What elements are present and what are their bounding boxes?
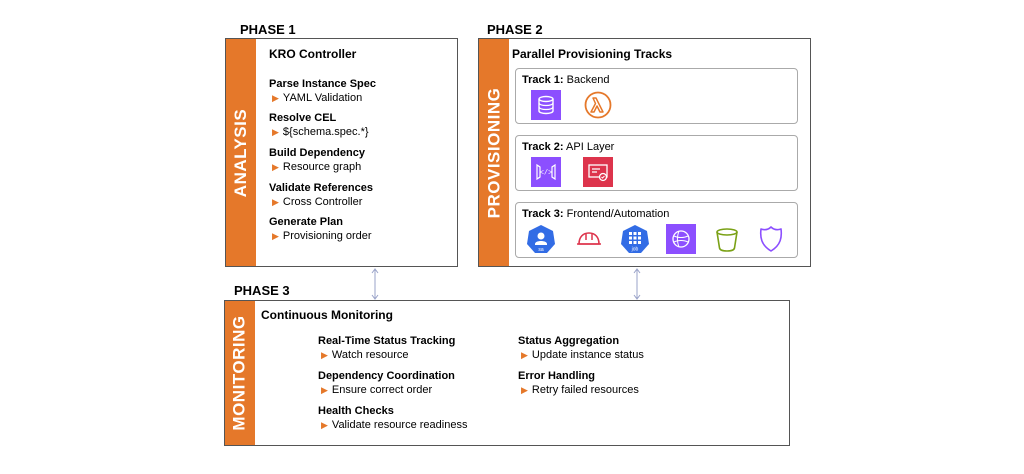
job-badge: job: [631, 247, 639, 253]
step-sub-text: ${schema.spec.*}: [282, 126, 369, 138]
item-title: Error Handling: [518, 370, 596, 382]
track-name: Backend: [566, 74, 610, 86]
arrow-right-icon: ▶: [521, 385, 528, 395]
cloudfront-icon: [666, 224, 696, 254]
item-error-handling: Error Handling ▶Retry failed resources: [518, 369, 639, 397]
track-backend: Track 1: Backend: [515, 68, 798, 124]
phase-1-box: ANALYSIS KRO Controller Parse Instance S…: [225, 38, 458, 267]
step-sub: ▶Provisioning order: [269, 229, 372, 243]
track-api-layer: Track 2: API Layer </>: [515, 135, 798, 191]
step-validate-references: Validate References ▶Cross Controller: [269, 181, 373, 209]
step-sub-text: YAML Validation: [282, 92, 363, 104]
phase-3-title: PHASE 3: [234, 283, 290, 298]
arrow-right-icon: ▶: [272, 197, 279, 207]
arrow-phase2-phase3: [633, 268, 641, 300]
track-label: Track 2: API Layer: [522, 141, 614, 153]
arrow-right-icon: ▶: [272, 127, 279, 137]
kubernetes-service-account-icon: sa: [527, 225, 555, 253]
item-title: Dependency Coordination: [318, 370, 455, 382]
item-sub-text: Validate resource readiness: [331, 419, 468, 431]
step-sub-text: Provisioning order: [282, 230, 372, 242]
step-sub-text: Resource graph: [282, 161, 362, 173]
step-sub: ▶Resource graph: [269, 160, 365, 174]
item-sub-text: Retry failed resources: [531, 384, 639, 396]
item-dependency-coordination: Dependency Coordination ▶Ensure correct …: [318, 369, 455, 397]
step-title: Resolve CEL: [269, 112, 337, 124]
arrow-right-icon: ▶: [321, 350, 328, 360]
arrow-right-icon: ▶: [272, 231, 279, 241]
track-number: Track 1:: [522, 74, 564, 86]
arrow-phase1-phase3: [371, 268, 379, 300]
arrow-right-icon: ▶: [321, 385, 328, 395]
step-title: Validate References: [269, 182, 373, 194]
provisioning-label: PROVISIONING: [484, 87, 503, 218]
step-sub: ▶YAML Validation: [269, 91, 376, 105]
item-health-checks: Health Checks ▶Validate resource readine…: [318, 404, 467, 432]
aurora-database-icon: [531, 90, 561, 120]
track-label: Track 3: Frontend/Automation: [522, 208, 669, 220]
item-status-aggregation: Status Aggregation ▶Update instance stat…: [518, 334, 644, 362]
continuous-monitoring-title: Continuous Monitoring: [261, 308, 393, 322]
phase-1-title: PHASE 1: [240, 22, 296, 37]
item-real-time-status-tracking: Real-Time Status Tracking ▶Watch resourc…: [318, 334, 455, 362]
phase-3-box: MONITORING Continuous Monitoring Real-Ti…: [224, 300, 790, 446]
step-title: Generate Plan: [269, 216, 343, 228]
step-title: Parse Instance Spec: [269, 78, 377, 90]
item-title: Real-Time Status Tracking: [318, 335, 456, 347]
arrow-right-icon: ▶: [272, 93, 279, 103]
s3-bucket-icon: [716, 228, 738, 252]
item-sub: ▶Validate resource readiness: [318, 418, 467, 432]
arrow-right-icon: ▶: [521, 350, 528, 360]
monitoring-bar: MONITORING: [225, 301, 255, 445]
item-sub-text: Watch resource: [331, 349, 409, 361]
track-name: API Layer: [566, 141, 615, 153]
svg-text:</>: </>: [540, 170, 553, 178]
kubernetes-job-icon: job: [621, 225, 649, 253]
item-sub: ▶Watch resource: [318, 348, 455, 362]
monitoring-label: MONITORING: [230, 315, 249, 431]
arrow-right-icon: ▶: [321, 420, 328, 430]
item-sub: ▶Retry failed resources: [518, 383, 639, 397]
api-gateway-icon: </>: [531, 157, 561, 187]
track-number: Track 3:: [522, 208, 564, 220]
step-sub: ▶Cross Controller: [269, 195, 373, 209]
analysis-bar: ANALYSIS: [226, 39, 256, 266]
step-sub-text: Cross Controller: [282, 196, 363, 208]
step-resolve-cel: Resolve CEL ▶${schema.spec.*}: [269, 111, 369, 139]
track-number: Track 2:: [522, 141, 564, 153]
step-generate-plan: Generate Plan ▶Provisioning order: [269, 215, 372, 243]
step-sub: ▶${schema.spec.*}: [269, 125, 369, 139]
analysis-label: ANALYSIS: [231, 108, 250, 197]
item-sub-text: Ensure correct order: [331, 384, 433, 396]
track-name: Frontend/Automation: [566, 208, 670, 220]
sa-badge: sa: [538, 247, 544, 253]
helmet-icon: [577, 232, 601, 245]
item-sub: ▶Update instance status: [518, 348, 644, 362]
kro-controller-title: KRO Controller: [269, 47, 357, 61]
step-title: Build Dependency: [269, 147, 365, 159]
item-sub: ▶Ensure correct order: [318, 383, 455, 397]
item-title: Status Aggregation: [518, 335, 620, 347]
track-label: Track 1: Backend: [522, 74, 609, 86]
item-sub-text: Update instance status: [531, 349, 644, 361]
phase-2-title: PHASE 2: [487, 22, 543, 37]
step-parse-instance-spec: Parse Instance Spec ▶YAML Validation: [269, 77, 376, 105]
parallel-tracks-title: Parallel Provisioning Tracks: [512, 47, 673, 61]
provisioning-bar: PROVISIONING: [479, 39, 509, 266]
step-build-dependency: Build Dependency ▶Resource graph: [269, 146, 365, 174]
arrow-right-icon: ▶: [272, 162, 279, 172]
item-title: Health Checks: [318, 405, 394, 417]
shield-icon: [759, 226, 783, 252]
lambda-icon: [584, 91, 612, 119]
certificate-manager-icon: [583, 157, 613, 187]
track-frontend-automation: Track 3: Frontend/Automation sa job: [515, 202, 798, 258]
phase-2-box: PROVISIONING Parallel Provisioning Track…: [478, 38, 811, 267]
